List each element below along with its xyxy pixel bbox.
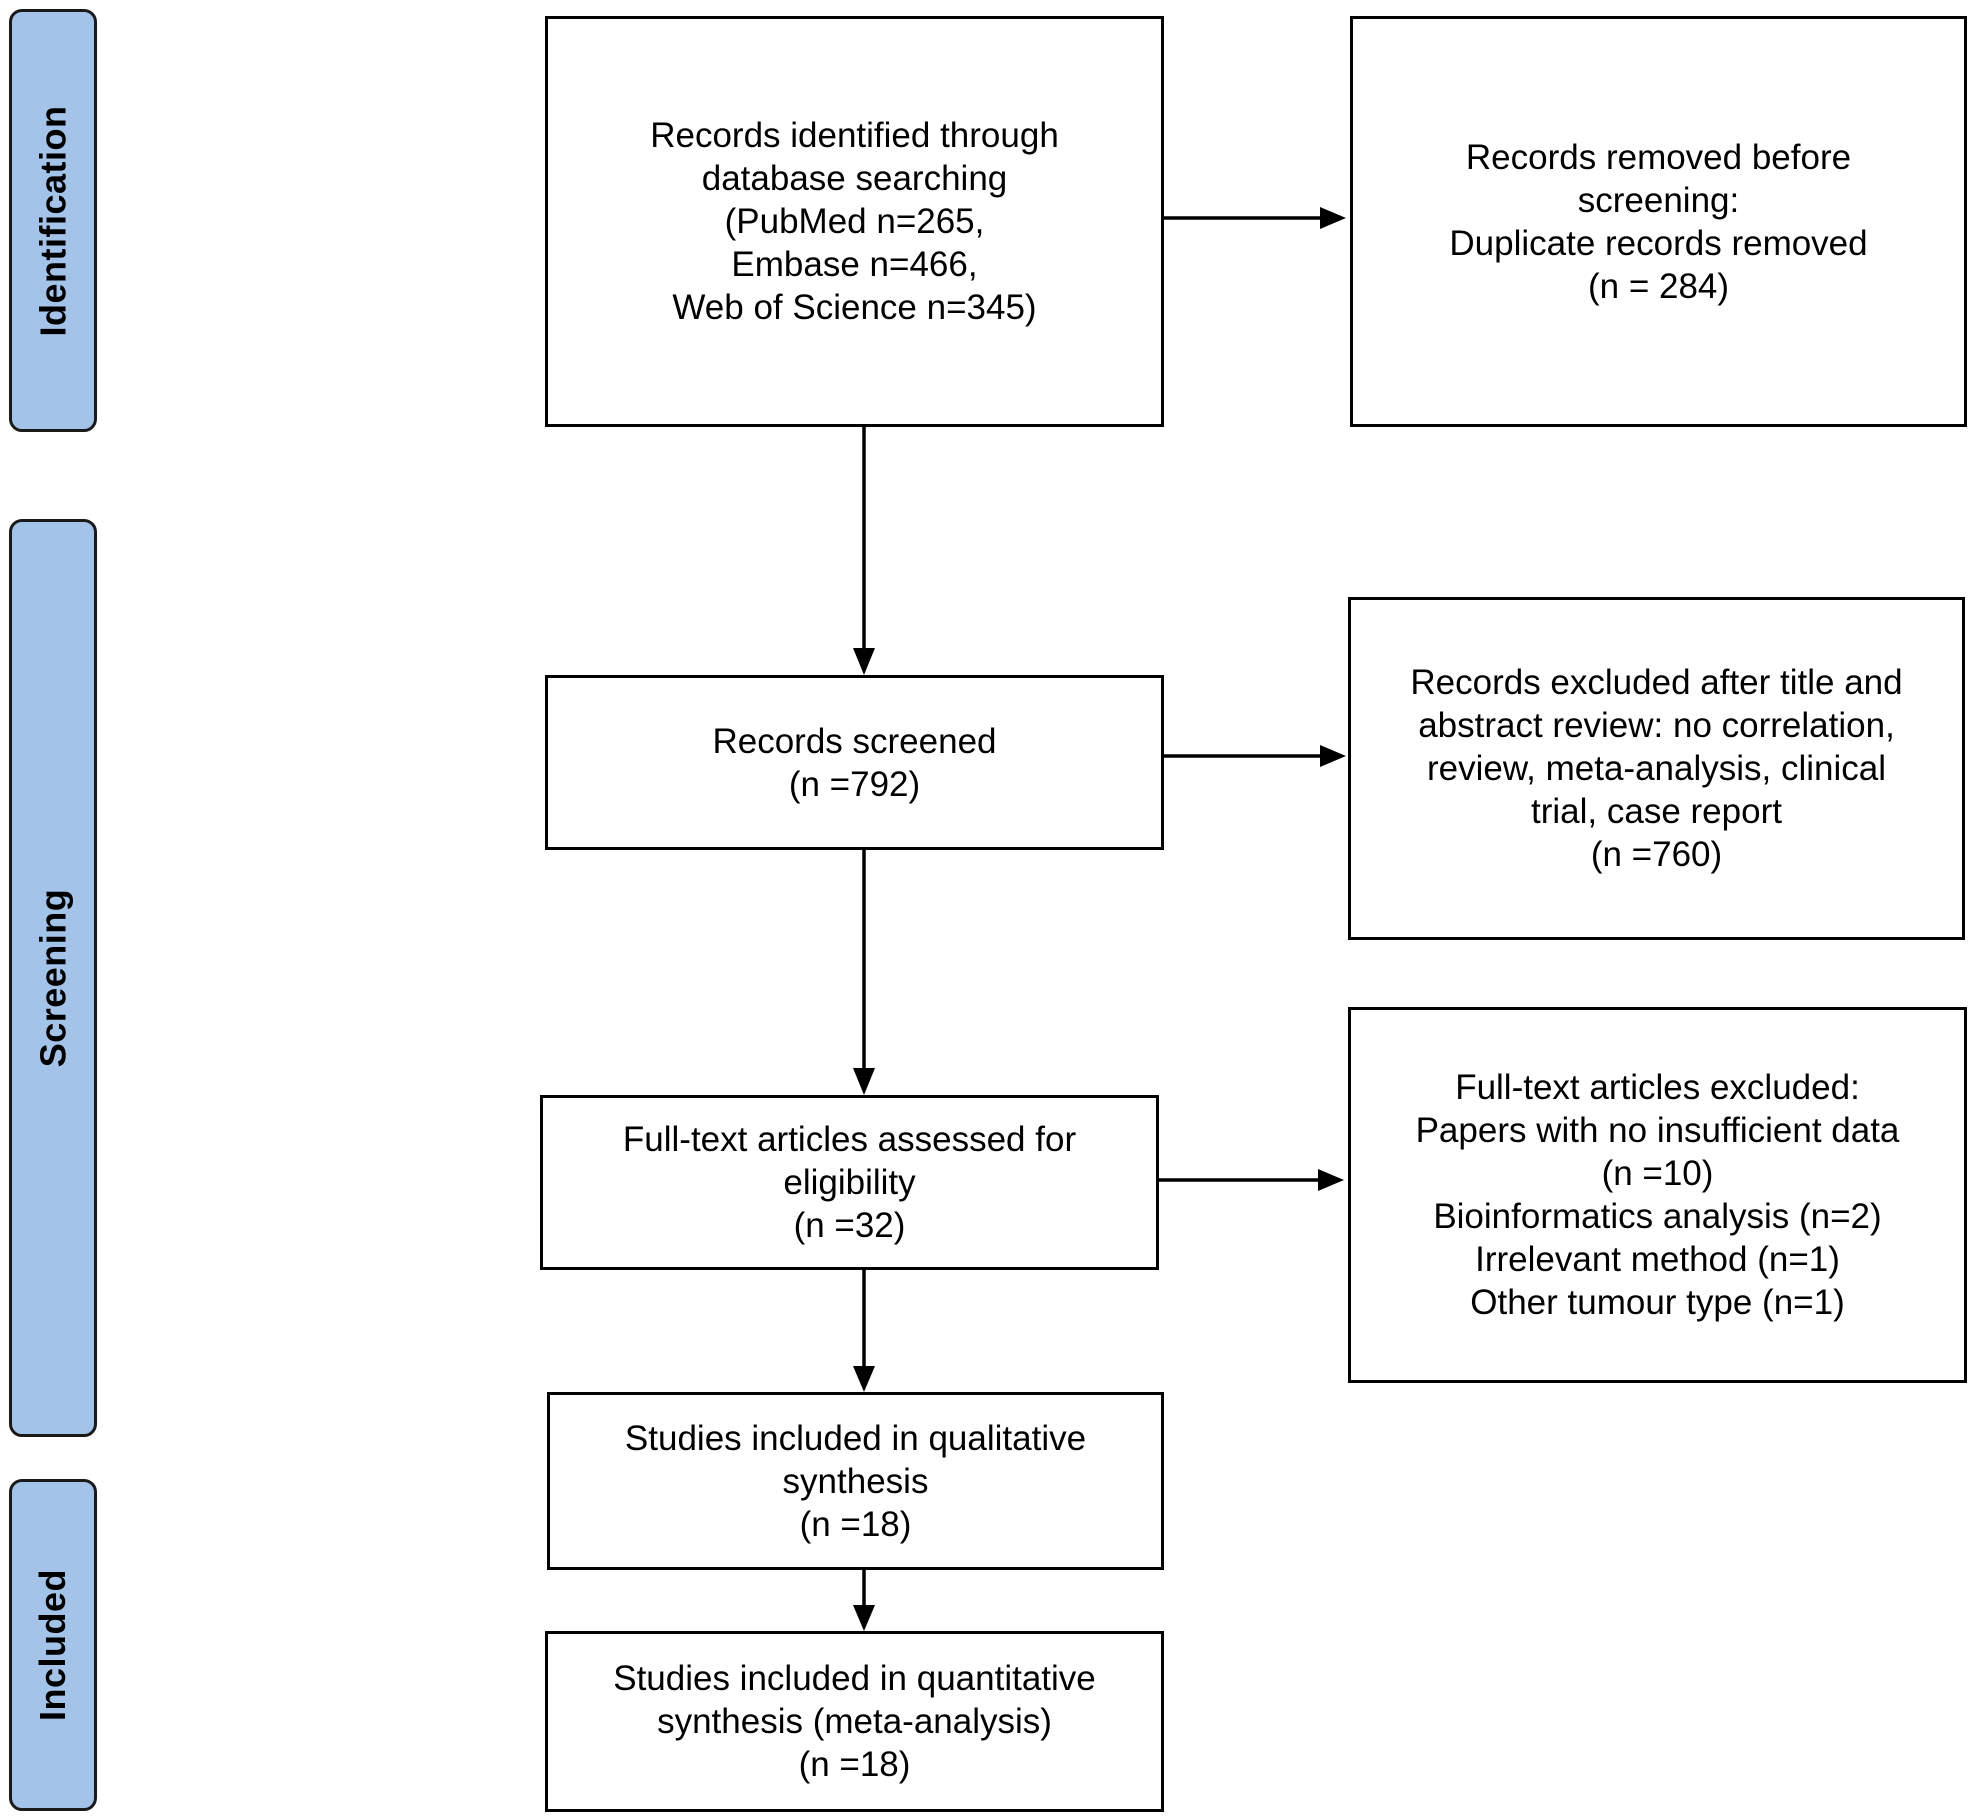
box-fulltext-excluded: Full-text articles excluded: Papers with… <box>1348 1007 1967 1383</box>
box-records-excluded-title: Records excluded after title and abstrac… <box>1348 597 1965 940</box>
text-line: Duplicate records removed <box>1449 223 1868 263</box>
text-line: (n =760) <box>1590 835 1723 874</box>
phase-included: Included <box>9 1479 97 1811</box>
text-line: Records excluded after title and <box>1410 663 1903 702</box>
box-records-removed: Records removed before screening: Duplic… <box>1350 16 1967 427</box>
text-line: (n =10) <box>1601 1154 1714 1193</box>
text-line: (n =32) <box>793 1206 906 1245</box>
text-line: Embase n=466, <box>731 245 978 284</box>
text-line: synthesis (meta-analysis) <box>657 1702 1052 1741</box>
text-line: screening: <box>1577 180 1740 220</box>
text-line: Irrelevant method (n=1) <box>1475 1240 1840 1279</box>
box-qualitative-synthesis: Studies included in qualitative synthesi… <box>547 1392 1164 1570</box>
text-line: (n =18) <box>799 1504 912 1544</box>
box-records-screened: Records screened (n =792) <box>545 675 1164 850</box>
text-line: synthesis <box>782 1461 929 1501</box>
text-line: Papers with no insufficient data <box>1415 1111 1900 1150</box>
text-line: Records removed before <box>1465 137 1852 177</box>
phase-identification: Identification <box>9 9 97 432</box>
box-records-identified: Records identified through database sear… <box>545 16 1164 427</box>
text-line: Bioinformatics analysis (n=2) <box>1433 1197 1882 1236</box>
text-line: Records screened <box>712 721 997 761</box>
box-quantitative-synthesis: Studies included in quantitative synthes… <box>545 1631 1164 1812</box>
text-line: (PubMed n=265, <box>724 202 985 241</box>
text-line: Studies included in qualitative <box>624 1418 1087 1458</box>
box-fulltext-assessed: Full-text articles assessed for eligibil… <box>540 1095 1159 1270</box>
text-line: Records identified through <box>650 116 1059 155</box>
text-line: Web of Science n=345) <box>672 288 1037 327</box>
text-line: Full-text articles assessed for <box>622 1120 1077 1159</box>
text-line: Other tumour type (n=1) <box>1470 1283 1845 1322</box>
text-line: database searching <box>701 159 1008 198</box>
text-line: eligibility <box>783 1163 916 1202</box>
text-line: trial, case report <box>1531 792 1782 831</box>
text-line: review, meta-analysis, clinical <box>1426 749 1887 788</box>
text-line: (n =792) <box>788 764 921 804</box>
text-line: (n =18) <box>798 1745 911 1784</box>
text-line: (n = 284) <box>1587 266 1730 306</box>
text-line: Full-text articles excluded: <box>1455 1068 1860 1107</box>
text-line: abstract review: no correlation, <box>1418 706 1895 745</box>
phase-screening: Screening <box>9 519 97 1437</box>
text-line: Studies included in quantitative <box>613 1659 1096 1698</box>
